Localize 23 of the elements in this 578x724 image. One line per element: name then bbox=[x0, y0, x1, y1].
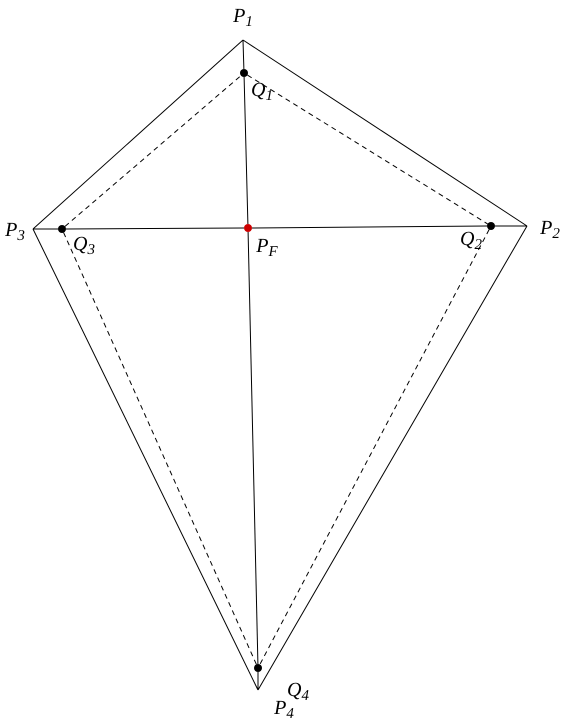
line-segment bbox=[32, 228, 58, 230]
line-segment bbox=[32, 40, 244, 230]
dashed-line bbox=[259, 229, 490, 665]
point-label: Q$_{1}$ bbox=[251, 80, 273, 100]
point-label: P$_{4}$ bbox=[274, 698, 294, 718]
line-segment bbox=[242, 40, 528, 226]
point-label: Q$_{3}$ bbox=[73, 234, 95, 254]
line-segment bbox=[242, 40, 244, 70]
line-segment bbox=[248, 232, 258, 664]
line-segment bbox=[244, 76, 248, 224]
point-label: Q$_{4}$ bbox=[287, 680, 309, 700]
point-label: P$_{1}$ bbox=[233, 6, 253, 26]
point-label: P$_{F}$ bbox=[256, 236, 278, 256]
point-label: Q$_{2}$ bbox=[460, 229, 482, 249]
dashed-line bbox=[63, 232, 257, 665]
point-label: P$_{2}$ bbox=[540, 218, 560, 238]
line-segment bbox=[32, 228, 258, 690]
line-segment bbox=[252, 226, 488, 228]
point-label: P$_{3}$ bbox=[5, 220, 25, 240]
dashed-line bbox=[246, 74, 488, 224]
dashed-line bbox=[64, 75, 242, 227]
line-segment bbox=[258, 226, 528, 690]
line-segment bbox=[66, 228, 244, 230]
